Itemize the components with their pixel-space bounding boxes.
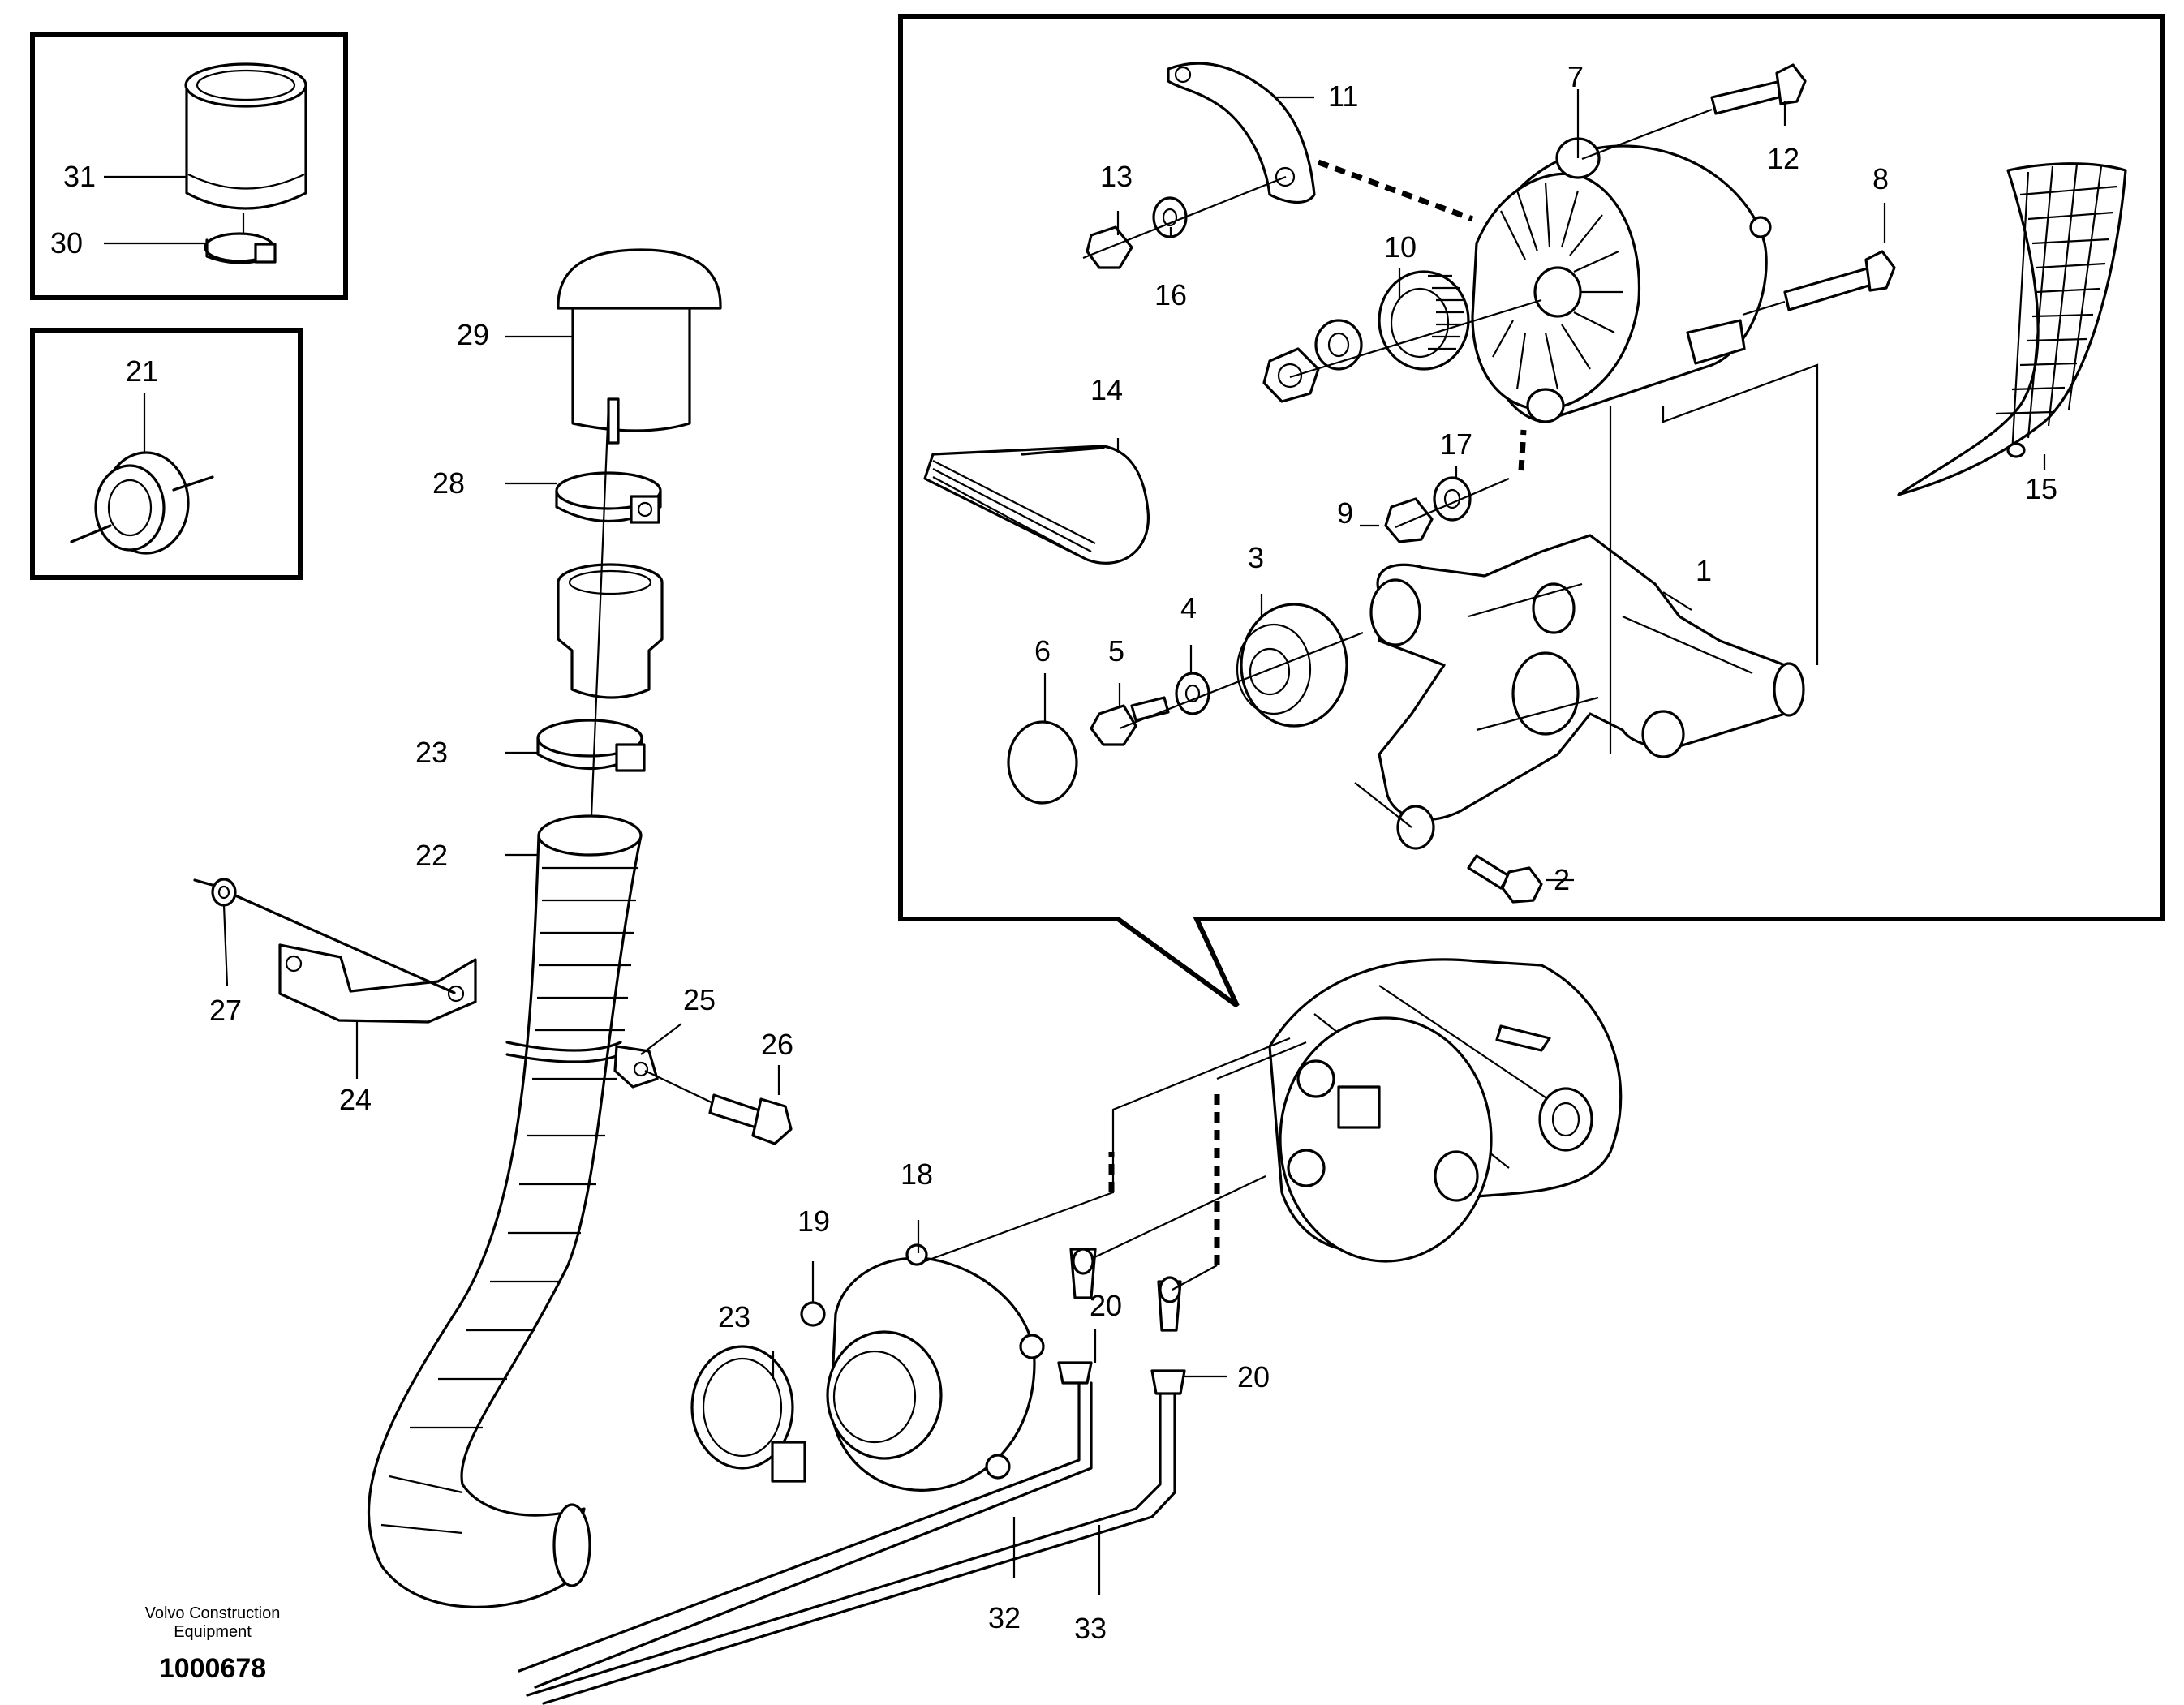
callout-26: 26 — [761, 1028, 793, 1061]
pulley-10 — [1378, 270, 1470, 371]
bolt-2 — [1354, 782, 1543, 904]
callout-16: 16 — [1154, 278, 1187, 311]
stud-axis-13 — [1082, 175, 1287, 260]
idler-pulley-3 — [1236, 603, 1348, 728]
washer-17-nut-9 — [1384, 476, 1510, 543]
callout-11: 11 — [1328, 79, 1358, 113]
inset-box-filter — [30, 32, 348, 300]
hose-clip-25 — [613, 1045, 659, 1089]
cap-6 — [1007, 720, 1078, 805]
callout-5: 5 — [1108, 634, 1124, 668]
inset-box-grommet — [30, 328, 303, 580]
alignment-lines — [1609, 363, 1819, 754]
nut-19 — [800, 1301, 826, 1327]
callout-1: 1 — [1696, 554, 1712, 587]
bolt-12 — [1581, 63, 1807, 161]
callout-27: 27 — [209, 994, 242, 1027]
callout-4: 4 — [1180, 591, 1197, 625]
callout-23-upper: 23 — [415, 736, 448, 769]
callout-28: 28 — [432, 466, 465, 500]
shaft-axis-10 — [1289, 298, 1542, 379]
breather-centerline — [589, 405, 610, 836]
cable-harness — [518, 1381, 1176, 1705]
pulley-washer-and-nut — [1262, 319, 1363, 403]
regulator-cover — [826, 1243, 1045, 1492]
callout-24: 24 — [339, 1083, 372, 1116]
callout-19: 19 — [798, 1205, 830, 1238]
corrugated-breather-hose — [367, 814, 643, 1608]
callout-22: 22 — [415, 839, 448, 872]
callout-9: 9 — [1337, 496, 1353, 530]
callout-10: 10 — [1384, 230, 1417, 264]
callout-12: 12 — [1767, 142, 1799, 175]
callout-2: 2 — [1554, 863, 1570, 896]
brand-line-1: Volvo Construction — [145, 1604, 281, 1622]
callout-21: 21 — [126, 354, 158, 388]
link-dash-11 — [1317, 159, 1474, 222]
terminal-link-dashes — [1108, 1087, 1220, 1265]
breather-clamp-upper — [555, 471, 662, 524]
callout-18: 18 — [901, 1157, 933, 1191]
callout-8: 8 — [1872, 162, 1889, 195]
detail-callout-frame — [898, 14, 2165, 1008]
terminal-leader-lines — [924, 1037, 1307, 1291]
callout-15: 15 — [2025, 472, 2057, 505]
washer-27 — [211, 878, 237, 907]
callout-3: 3 — [1248, 541, 1264, 574]
callout-33: 33 — [1074, 1612, 1107, 1645]
callout-29: 29 — [457, 318, 489, 351]
callout-7: 7 — [1567, 60, 1584, 93]
hose-bracket — [193, 878, 477, 1024]
terminal-eyes — [1057, 1248, 1186, 1395]
bolt-5 — [1090, 696, 1170, 746]
brand-line-2: Equipment — [174, 1623, 252, 1641]
callout-32: 32 — [988, 1601, 1021, 1634]
breather-cap — [557, 248, 722, 445]
spacer-4 — [1175, 672, 1210, 715]
bracket-plate-11 — [1167, 62, 1316, 204]
callout-30: 30 — [50, 226, 83, 260]
callout-25: 25 — [683, 983, 716, 1016]
alternator-7 — [1471, 137, 1772, 423]
figure-id: 1000678 — [159, 1653, 266, 1684]
callout-17: 17 — [1440, 427, 1472, 461]
rubber-grommet — [70, 451, 214, 555]
callout-20-lower: 20 — [1237, 1360, 1270, 1394]
breather-adapter — [557, 563, 664, 699]
idler-axis — [1119, 631, 1364, 730]
callout-14: 14 — [1090, 373, 1123, 406]
bolt-26 — [708, 1093, 793, 1145]
belt-14 — [923, 445, 1150, 565]
callout-23-lower: 23 — [718, 1300, 750, 1334]
leader-lines — [104, 89, 2046, 1595]
filter-hose-clamp — [204, 232, 277, 264]
callout-6: 6 — [1034, 634, 1051, 668]
air-filter-cartridge — [184, 62, 307, 235]
alternator-body — [1268, 958, 1623, 1263]
mounting-bracket-1 — [1369, 534, 1805, 850]
callout-13: 13 — [1100, 160, 1133, 193]
bolt-8 — [1742, 250, 1896, 316]
link-dash-17 — [1518, 429, 1527, 471]
hose-clamp-23-lower — [690, 1345, 806, 1483]
callout-20-upper: 20 — [1090, 1289, 1122, 1322]
callout-31: 31 — [63, 160, 96, 193]
breather-clamp-lower — [536, 719, 646, 772]
mesh-grid-15 — [1897, 162, 2127, 496]
